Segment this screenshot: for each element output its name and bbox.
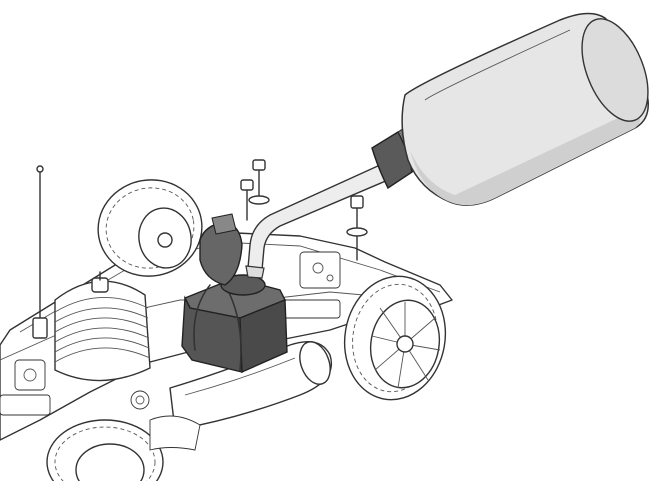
fuel-bottle-base (581, 18, 649, 122)
fuel-bottle (401, 12, 649, 206)
body-posts (240, 159, 368, 261)
front-right-tire (343, 275, 447, 401)
nozzle-tip (245, 265, 265, 279)
engine-cooling-fins (54, 296, 151, 363)
filler-neck (220, 274, 266, 296)
rear-left-tire-tread (105, 187, 195, 269)
antenna (32, 165, 48, 339)
bottle-nozzle (245, 164, 389, 279)
rear-left-tire (97, 179, 203, 277)
exhaust-pipe (169, 341, 332, 431)
front-left-tire-tread (54, 426, 156, 481)
antenna-tip (36, 165, 44, 173)
front-left-rim (75, 443, 145, 481)
fuel-bottle-shade (410, 110, 640, 206)
filler-cap (199, 213, 266, 296)
body-post-left (240, 179, 254, 221)
body-post-rear (248, 159, 270, 205)
antenna-mount (32, 317, 48, 339)
rear-left-hub (157, 232, 173, 248)
body-post-front (346, 195, 368, 261)
front-left-tire (46, 419, 164, 481)
lower-mechanics (0, 251, 341, 451)
front-right-hub (396, 335, 414, 353)
engine-head (54, 271, 151, 382)
